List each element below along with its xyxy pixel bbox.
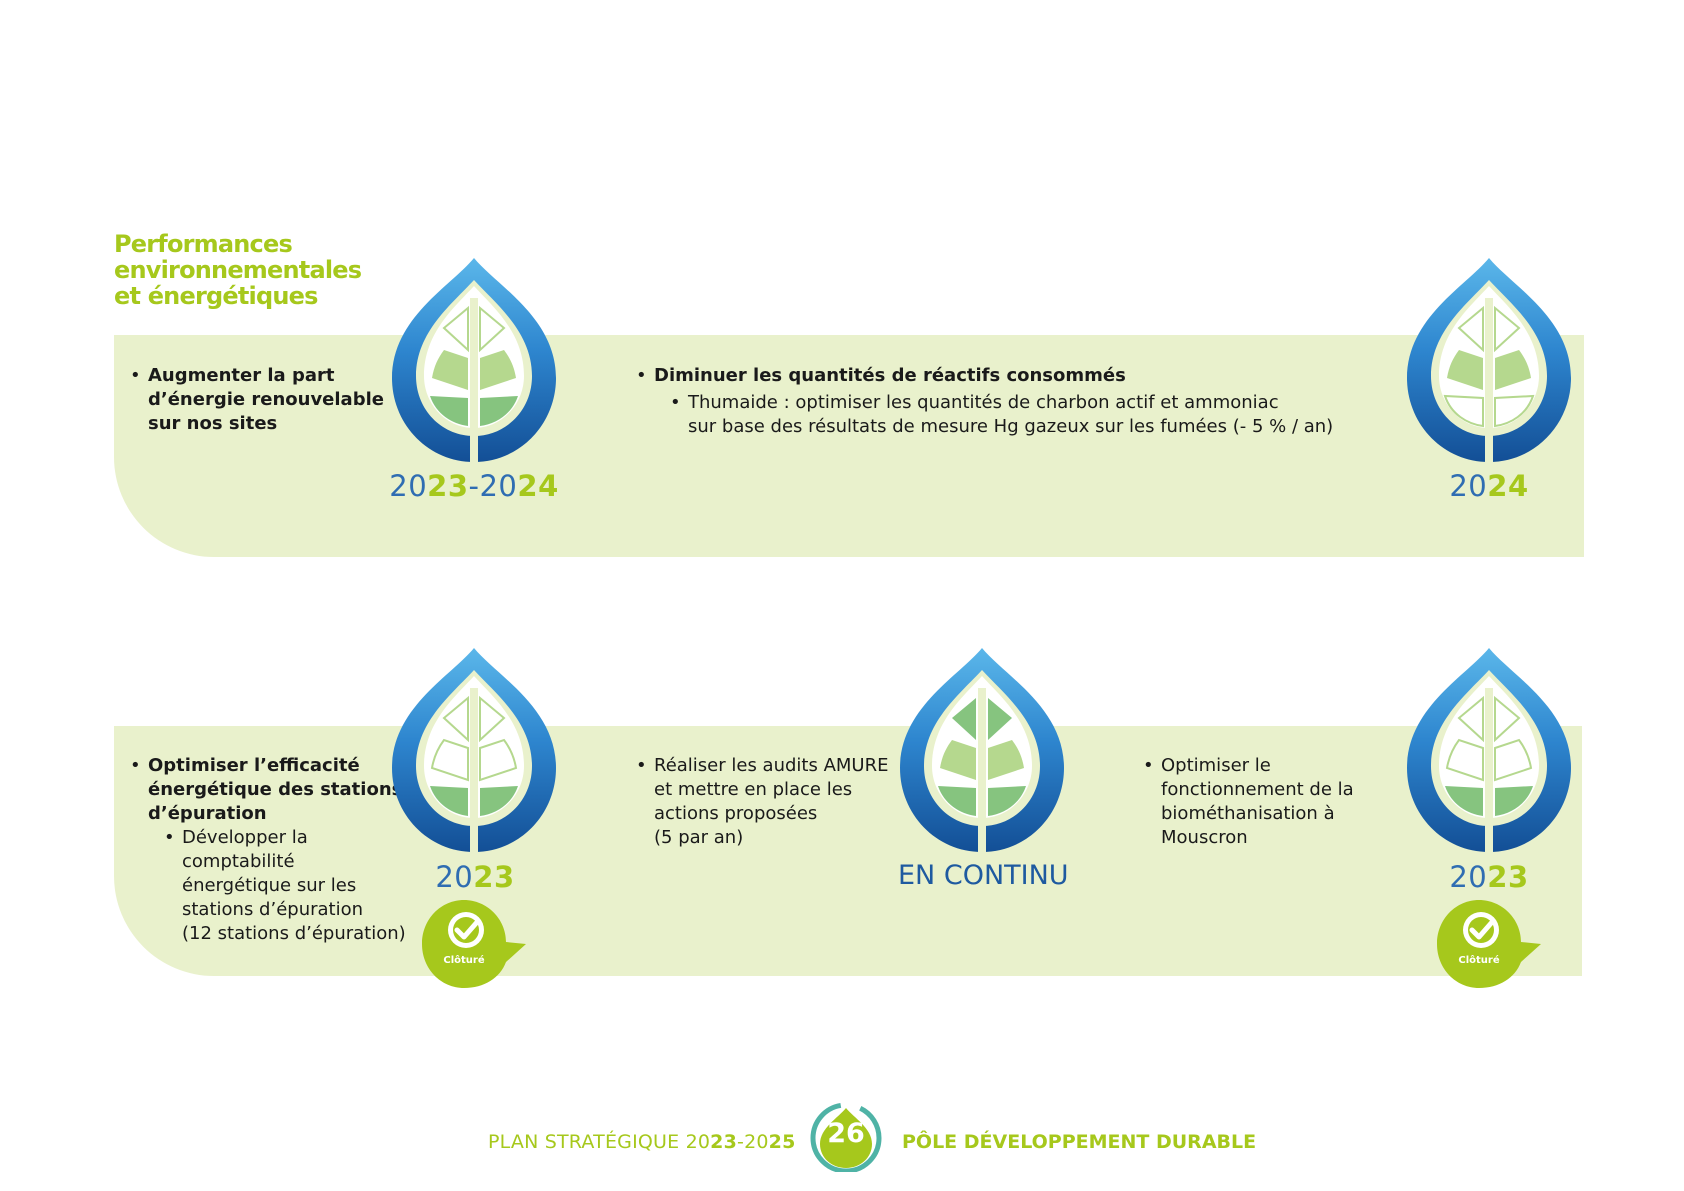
objective-reduce-reagents: Diminuer les quantités de réactifs conso… — [620, 364, 1440, 439]
objective-line: Mouscron — [1161, 827, 1248, 848]
objective-line: actions proposées — [654, 803, 818, 824]
leaf-drop-icon — [392, 648, 556, 852]
objective-line: Augmenter la part — [148, 365, 335, 386]
objective-biomethanation: Optimiser le fonctionnement de la biomét… — [1127, 754, 1367, 850]
objective-line: sur nos sites — [148, 413, 278, 434]
page-number-drop-icon — [810, 1102, 882, 1172]
objective-line: Réaliser les audits AMURE — [654, 755, 889, 776]
deadline-year-range: 2023-2024 — [389, 469, 559, 503]
closed-badge — [1437, 900, 1541, 988]
objective-line: (5 par an) — [654, 827, 744, 848]
leaf-drop-icon — [900, 648, 1064, 852]
sub-objective-line: stations d’épuration — [182, 899, 364, 920]
section-title-line-3: et énergétiques — [114, 282, 318, 310]
closed-badge-label: Clôturé — [443, 955, 485, 966]
objective-line: fonctionnement de la — [1161, 779, 1354, 800]
section-title-line-2: environnementales — [114, 256, 362, 284]
objective-line: d’épuration — [148, 803, 267, 824]
section-title: Performances environnementales et énergé… — [114, 231, 414, 309]
objective-line: énergétique des stations — [148, 779, 403, 800]
objective-line: biométhanisation à — [1161, 803, 1335, 824]
objective-line: Diminuer les quantités de réactifs conso… — [620, 364, 1440, 388]
leaf-drop-icon — [392, 258, 556, 462]
objective-line: et mettre en place les — [654, 779, 853, 800]
objective-amure-audits: Réaliser les audits AMURE et mettre en p… — [620, 754, 900, 850]
status-ongoing: EN CONTINU — [898, 860, 1069, 891]
sub-objective-line: (12 stations d’épuration) — [182, 923, 406, 944]
objective-wastewater-efficiency: Optimiser l’efficacité énergétique des s… — [114, 754, 414, 946]
leaf-drop-icon — [1407, 258, 1571, 462]
leaf-drop-icon — [1407, 648, 1571, 852]
sub-objective-line: Développer la — [182, 827, 308, 848]
footer-plan-title: PLAN STRATÉGIQUE 2023-2025 — [488, 1131, 796, 1153]
sub-objective-line: comptabilité — [182, 851, 295, 872]
sub-objective-line: Thumaide : optimiser les quantités de ch… — [688, 392, 1279, 413]
section-title-line-1: Performances — [114, 230, 293, 258]
sub-objective-line: sur base des résultats de mesure Hg gaze… — [688, 416, 1334, 437]
closed-badge — [422, 900, 526, 988]
deadline-year: 2024 — [1449, 469, 1529, 503]
sub-objective-line: énergétique sur les — [182, 875, 357, 896]
page-number: 26 — [827, 1118, 865, 1149]
closed-badge-label: Clôturé — [1458, 955, 1500, 966]
deadline-year: 2023 — [1449, 860, 1529, 894]
footer-department: PÔLE DÉVELOPPEMENT DURABLE — [902, 1131, 1257, 1153]
objective-line: Optimiser le — [1161, 755, 1271, 776]
objective-renewable-energy: Augmenter la part d’énergie renouvelable… — [114, 364, 384, 436]
objective-line: d’énergie renouvelable — [148, 389, 384, 410]
objective-line: Optimiser l’efficacité — [148, 755, 360, 776]
deadline-year: 2023 — [435, 860, 515, 894]
